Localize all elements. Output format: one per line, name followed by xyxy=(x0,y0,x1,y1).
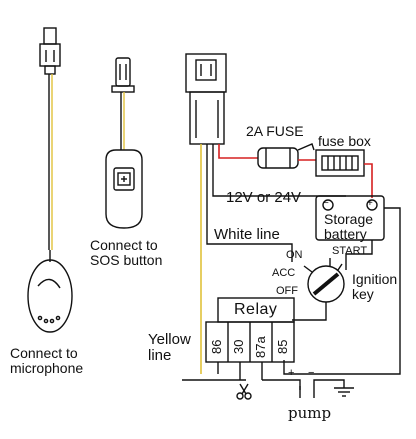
relay-pin-85: 85 xyxy=(275,339,290,354)
relay-label: Relay xyxy=(234,301,278,318)
scissors-icon xyxy=(236,383,252,400)
battery-to-ignition-wire xyxy=(345,240,373,270)
battery-to-relay-wire xyxy=(283,207,401,375)
fuse-box-label: fuse box xyxy=(318,133,371,149)
ignition-on-label: ON xyxy=(286,249,303,261)
relay-icon xyxy=(205,297,295,363)
ignition-acc-label: ACC xyxy=(272,267,296,279)
white-line-label: White line xyxy=(214,226,280,243)
fuse-box-icon xyxy=(315,149,365,177)
pump-minus-label: − xyxy=(308,367,315,379)
fuse-to-battery-wire xyxy=(364,163,373,198)
ignition-key-label: Ignition key xyxy=(352,271,398,302)
relay-pin-87a: 87a xyxy=(253,336,268,358)
relay-pin-30: 30 xyxy=(231,339,246,354)
battery-label: Storage battery xyxy=(324,211,374,242)
fuse-label: 2A FUSE xyxy=(246,123,304,139)
battery-icon xyxy=(315,195,385,241)
white-line-wire xyxy=(206,144,293,262)
ignition-start-label: START xyxy=(332,245,368,257)
sos-button-icon xyxy=(105,149,143,229)
pump-plus-label: + xyxy=(288,367,295,379)
ignition-off-label: OFF xyxy=(276,285,298,297)
main-connector-icon xyxy=(185,53,227,145)
pump-ground-wire xyxy=(313,379,345,388)
pump-label: pump xyxy=(288,404,332,422)
ground-icon xyxy=(334,387,354,397)
microphone-icon xyxy=(27,250,73,333)
relay-pin-86: 86 xyxy=(209,339,224,354)
sos-label: Connect to SOS button xyxy=(90,237,163,268)
fuse-icon xyxy=(257,143,315,169)
voltage-label: 12V or 24V xyxy=(226,189,302,206)
yellow-line-label: Yellow line xyxy=(148,331,191,364)
microphone-label: Connect to microphone xyxy=(10,345,84,376)
battery-minus-label: − xyxy=(323,198,329,209)
red-power-wire xyxy=(218,144,258,159)
sos-connector-icon xyxy=(111,57,135,93)
ignition-key-icon xyxy=(303,258,345,303)
pump-positive-wire xyxy=(262,379,301,390)
battery-plus-label: + xyxy=(367,198,373,209)
mic-connector-icon xyxy=(39,27,61,75)
ground-wire xyxy=(212,144,346,197)
ignition-to-relay-wire xyxy=(292,302,327,321)
